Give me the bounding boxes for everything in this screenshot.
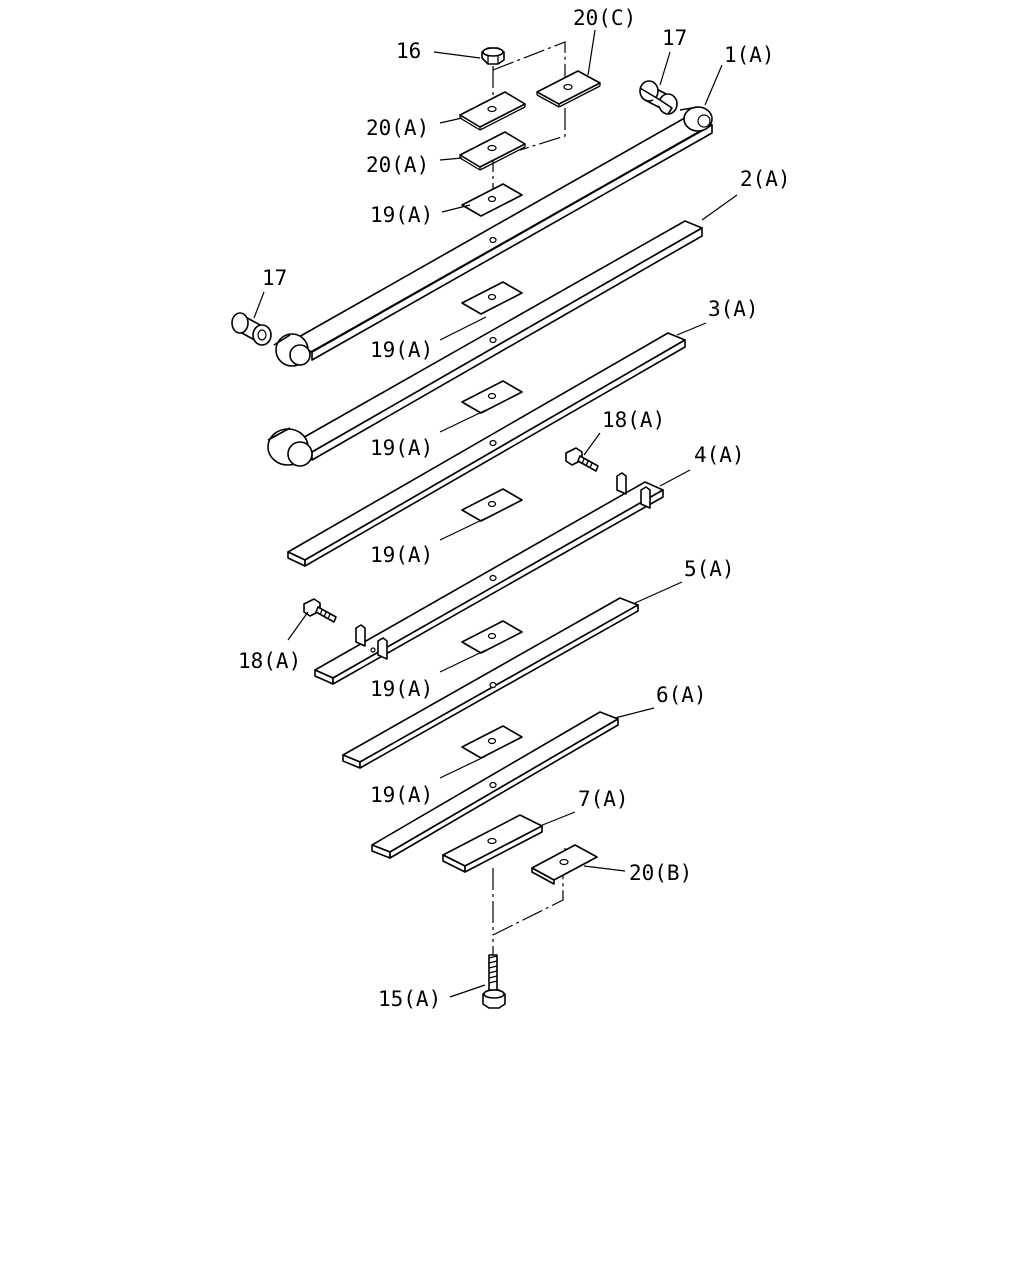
center-bolt-15 <box>482 954 506 1009</box>
leaf-3 <box>287 332 686 567</box>
clamp-plate-20a-lower <box>459 131 526 171</box>
callout-clamp-plate-c: 20(C) <box>573 6 636 30</box>
callout-clip-bolt-left: 18(A) <box>238 649 301 673</box>
insert-19-4 <box>461 488 523 522</box>
clamp-plate-20c <box>536 70 601 108</box>
callout-insert-2: 19(A) <box>370 338 433 362</box>
callout-bushing-top: 17 <box>662 26 687 50</box>
callout-leaf-2: 2(A) <box>740 167 791 191</box>
nut-16 <box>481 47 505 65</box>
callout-bushing-left: 17 <box>262 266 287 290</box>
callout-labels: 16 20(C) 17 1(A) 20(A) 20(A) 19(A) 2(A) … <box>238 6 791 1011</box>
clamp-plate-20a-upper <box>459 91 526 131</box>
callout-insert-1: 19(A) <box>370 203 433 227</box>
insert-19-2 <box>461 281 523 315</box>
bushing-17-left <box>231 312 272 346</box>
callout-insert-6: 19(A) <box>370 783 433 807</box>
callout-nut: 16 <box>396 39 421 63</box>
clip-bolt-18-left <box>303 598 337 623</box>
callout-leaf-1: 1(A) <box>724 43 775 67</box>
callout-insert-4: 19(A) <box>370 543 433 567</box>
callout-insert-5: 19(A) <box>370 677 433 701</box>
clamp-plate-20b <box>531 844 598 885</box>
insert-19-5 <box>461 620 523 654</box>
callout-center-bolt: 15(A) <box>378 987 441 1011</box>
leaf-7 <box>442 814 543 873</box>
callout-leaf-3: 3(A) <box>708 297 759 321</box>
insert-19-6 <box>461 725 523 759</box>
leader-lines <box>253 29 738 998</box>
leaf-5 <box>342 597 639 769</box>
callout-clamp-plate-b: 20(B) <box>629 861 692 885</box>
insert-19-1 <box>461 183 523 217</box>
callout-leaf-5: 5(A) <box>684 557 735 581</box>
bushing-17-top <box>639 80 678 115</box>
callout-clamp-plate-a-upper: 20(A) <box>366 116 429 140</box>
leaf-4 <box>314 472 664 685</box>
callout-clamp-plate-a-lower: 20(A) <box>366 153 429 177</box>
callout-clip-bolt-right: 18(A) <box>602 408 665 432</box>
callout-leaf-7: 7(A) <box>578 787 629 811</box>
callout-leaf-4: 4(A) <box>694 443 745 467</box>
callout-insert-3: 19(A) <box>370 436 433 460</box>
leaf-1 <box>273 106 713 367</box>
leaf-6 <box>371 711 619 859</box>
leaf-2 <box>267 220 703 467</box>
clip-bolt-18-right <box>565 447 599 472</box>
callout-leaf-6: 6(A) <box>656 683 707 707</box>
insert-19-3 <box>461 380 523 414</box>
